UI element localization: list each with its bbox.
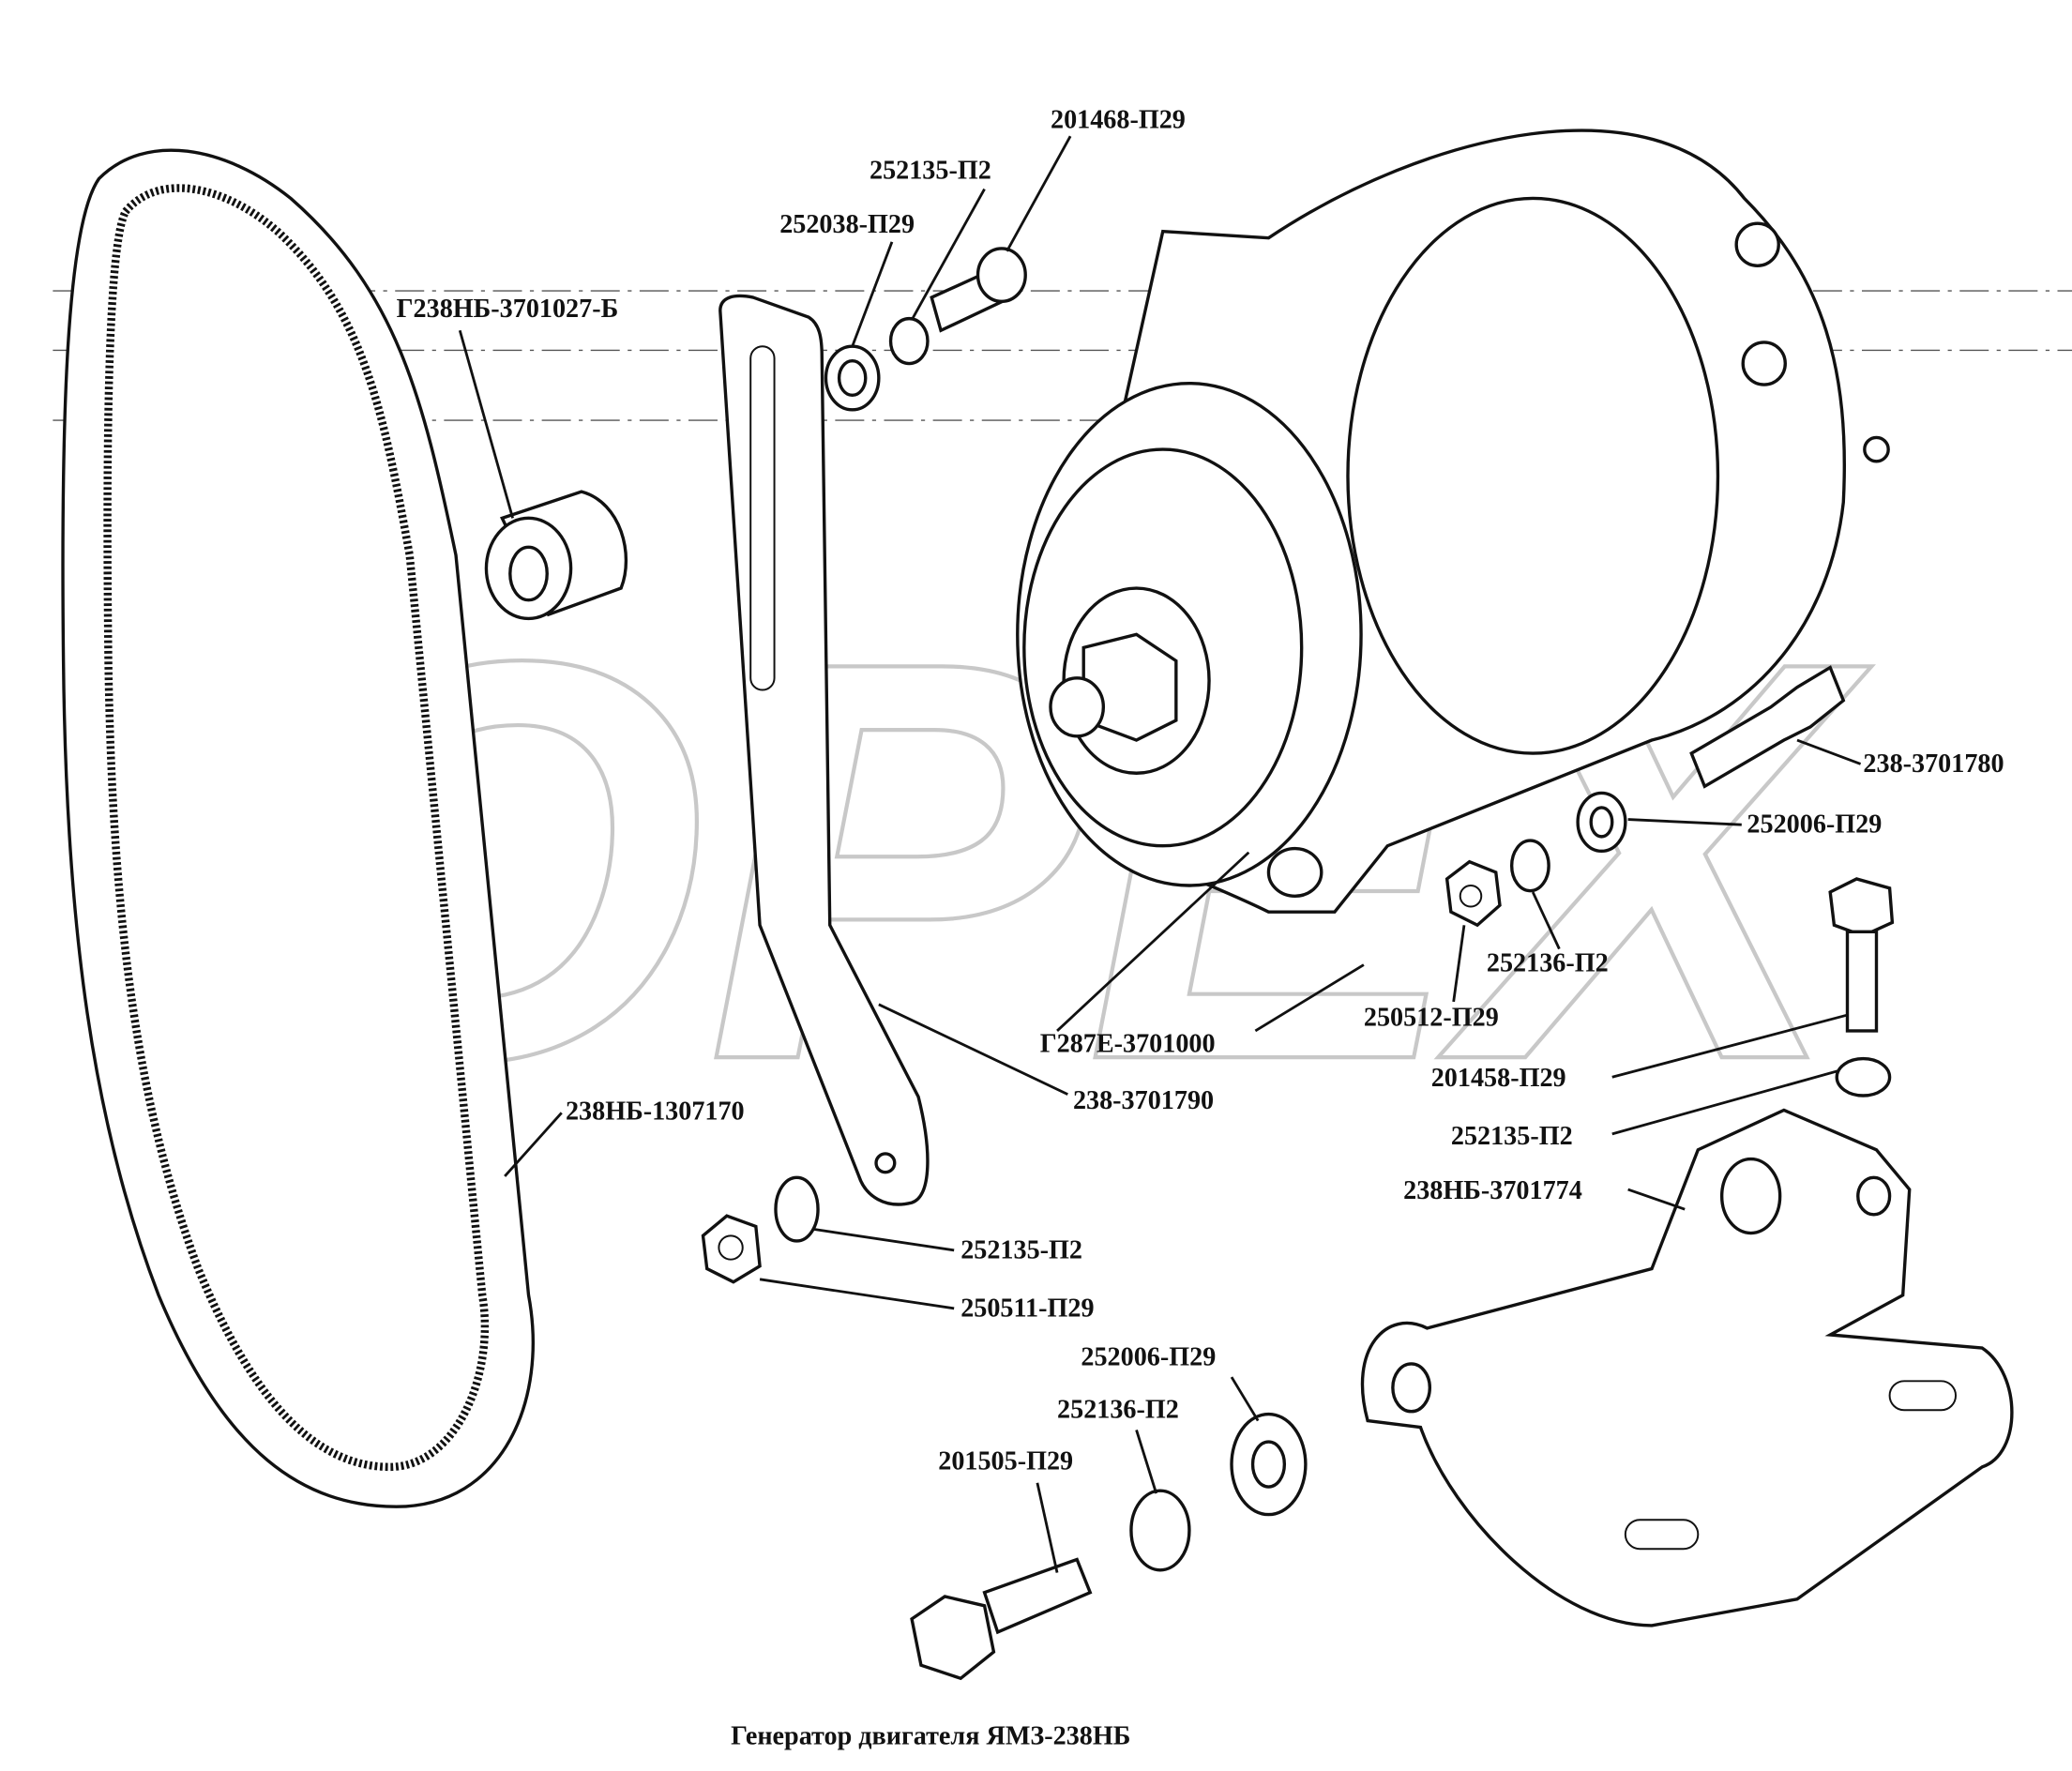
label-250512-p29: 250512-П29 [1364, 1003, 1499, 1032]
label-201468-p29: 201468-П29 [1051, 106, 1186, 135]
label-238nb-1307170: 238НБ-1307170 [566, 1097, 745, 1126]
label-238-3701790: 238-3701790 [1073, 1086, 1214, 1115]
drive-belt [61, 148, 535, 1508]
bolt-bottom [910, 1557, 1093, 1681]
label-252135-p2-low: 252135-П2 [960, 1235, 1082, 1264]
diagram-caption: Генератор двигателя ЯМЗ-238НБ [731, 1722, 1130, 1751]
label-252038-p29: 252038-П29 [779, 210, 915, 239]
label-252006-p29-low: 252006-П29 [1081, 1342, 1216, 1371]
washer-top [824, 344, 881, 412]
label-252136-p2-mid: 252136-П2 [1487, 949, 1609, 978]
bolt-right [1828, 877, 1895, 1033]
lockwasher-bottom [1129, 1489, 1191, 1572]
label-201458-p29: 201458-П29 [1431, 1064, 1566, 1093]
mounting-bracket [1360, 1108, 2014, 1627]
label-252135-p2-top: 252135-П2 [870, 156, 991, 185]
nut-low [701, 1214, 762, 1284]
adjusting-strap [718, 294, 930, 1206]
leader-lines [458, 135, 1862, 1573]
label-250511-p29: 250511-П29 [960, 1294, 1094, 1323]
label-spacer: Г238НБ-3701027-Б [397, 295, 619, 324]
alternator [1016, 129, 1890, 914]
spacer-bushing [484, 490, 628, 621]
label-alternator: Г287Е-3701000 [1040, 1030, 1216, 1059]
lockwasher-mid [1509, 839, 1550, 893]
washer-low [1230, 1412, 1308, 1517]
stud [1689, 665, 1846, 789]
label-252006-p29-right: 252006-П29 [1747, 810, 1882, 840]
lockwasher-top [888, 316, 930, 366]
label-201505-p29: 201505-П29 [938, 1447, 1073, 1476]
label-238-3701780: 238-3701780 [1863, 749, 2004, 779]
lockwasher-right [1835, 1056, 1892, 1097]
washer-right [1576, 791, 1627, 854]
label-252135-p2-right: 252135-П2 [1451, 1122, 1573, 1151]
label-252136-p2-bottom: 252136-П2 [1057, 1396, 1179, 1425]
bolt-top [930, 247, 1027, 333]
label-238nb-3701774: 238НБ-3701774 [1403, 1176, 1582, 1205]
lockwasher-low [774, 1175, 820, 1243]
nut-mid [1444, 859, 1502, 928]
